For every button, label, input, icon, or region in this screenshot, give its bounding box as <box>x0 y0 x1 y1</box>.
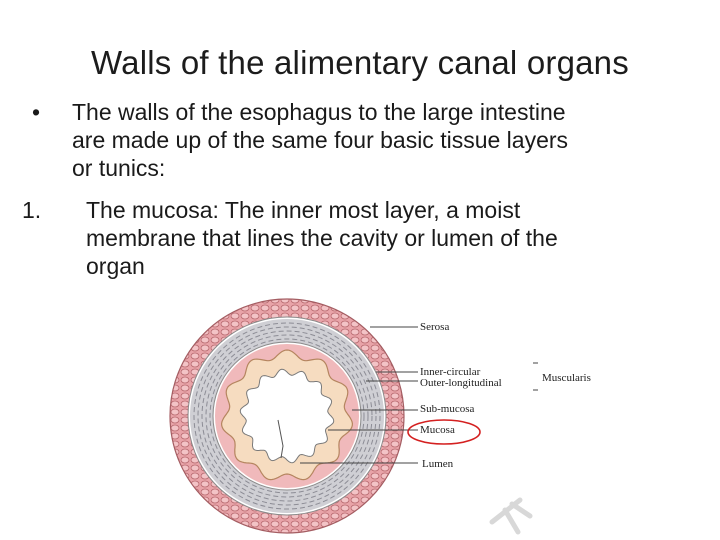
inner-circular-label: Inner-circular <box>420 366 481 378</box>
leader-lines <box>300 326 538 464</box>
bullet-line-1: The walls of the esophagus to the large … <box>72 99 566 125</box>
slide-title: Walls of the alimentary canal organs <box>91 44 629 81</box>
lumen-mark <box>277 419 284 459</box>
serosa-label: Serosa <box>420 321 449 333</box>
cross-section <box>169 298 405 534</box>
lumen-label: Lumen <box>422 458 454 470</box>
outer-longitudinal-label: Outer-longitudinal <box>420 377 502 389</box>
mucosa-highlight <box>407 419 481 445</box>
muscularis-label: Muscularis <box>542 372 591 384</box>
bullet-line-3: or tunics: <box>72 155 166 181</box>
bullet-line-2: are made up of the same four basic tissu… <box>72 127 569 153</box>
list-number: 1. <box>22 197 42 223</box>
mucosa-label: Mucosa <box>420 424 455 436</box>
muscle-fibers <box>193 322 381 510</box>
numbered-line-1: The mucosa: The inner most layer, a mois… <box>86 197 521 223</box>
numbered-line-2: membrane that lines the cavity or lumen … <box>86 225 558 251</box>
watermark-mark <box>489 497 533 535</box>
bullet-marker: • <box>32 99 41 125</box>
sub-mucosa-label: Sub-mucosa <box>420 403 475 415</box>
lumen-opening <box>239 368 335 464</box>
numbered-line-3: organ <box>86 253 145 279</box>
